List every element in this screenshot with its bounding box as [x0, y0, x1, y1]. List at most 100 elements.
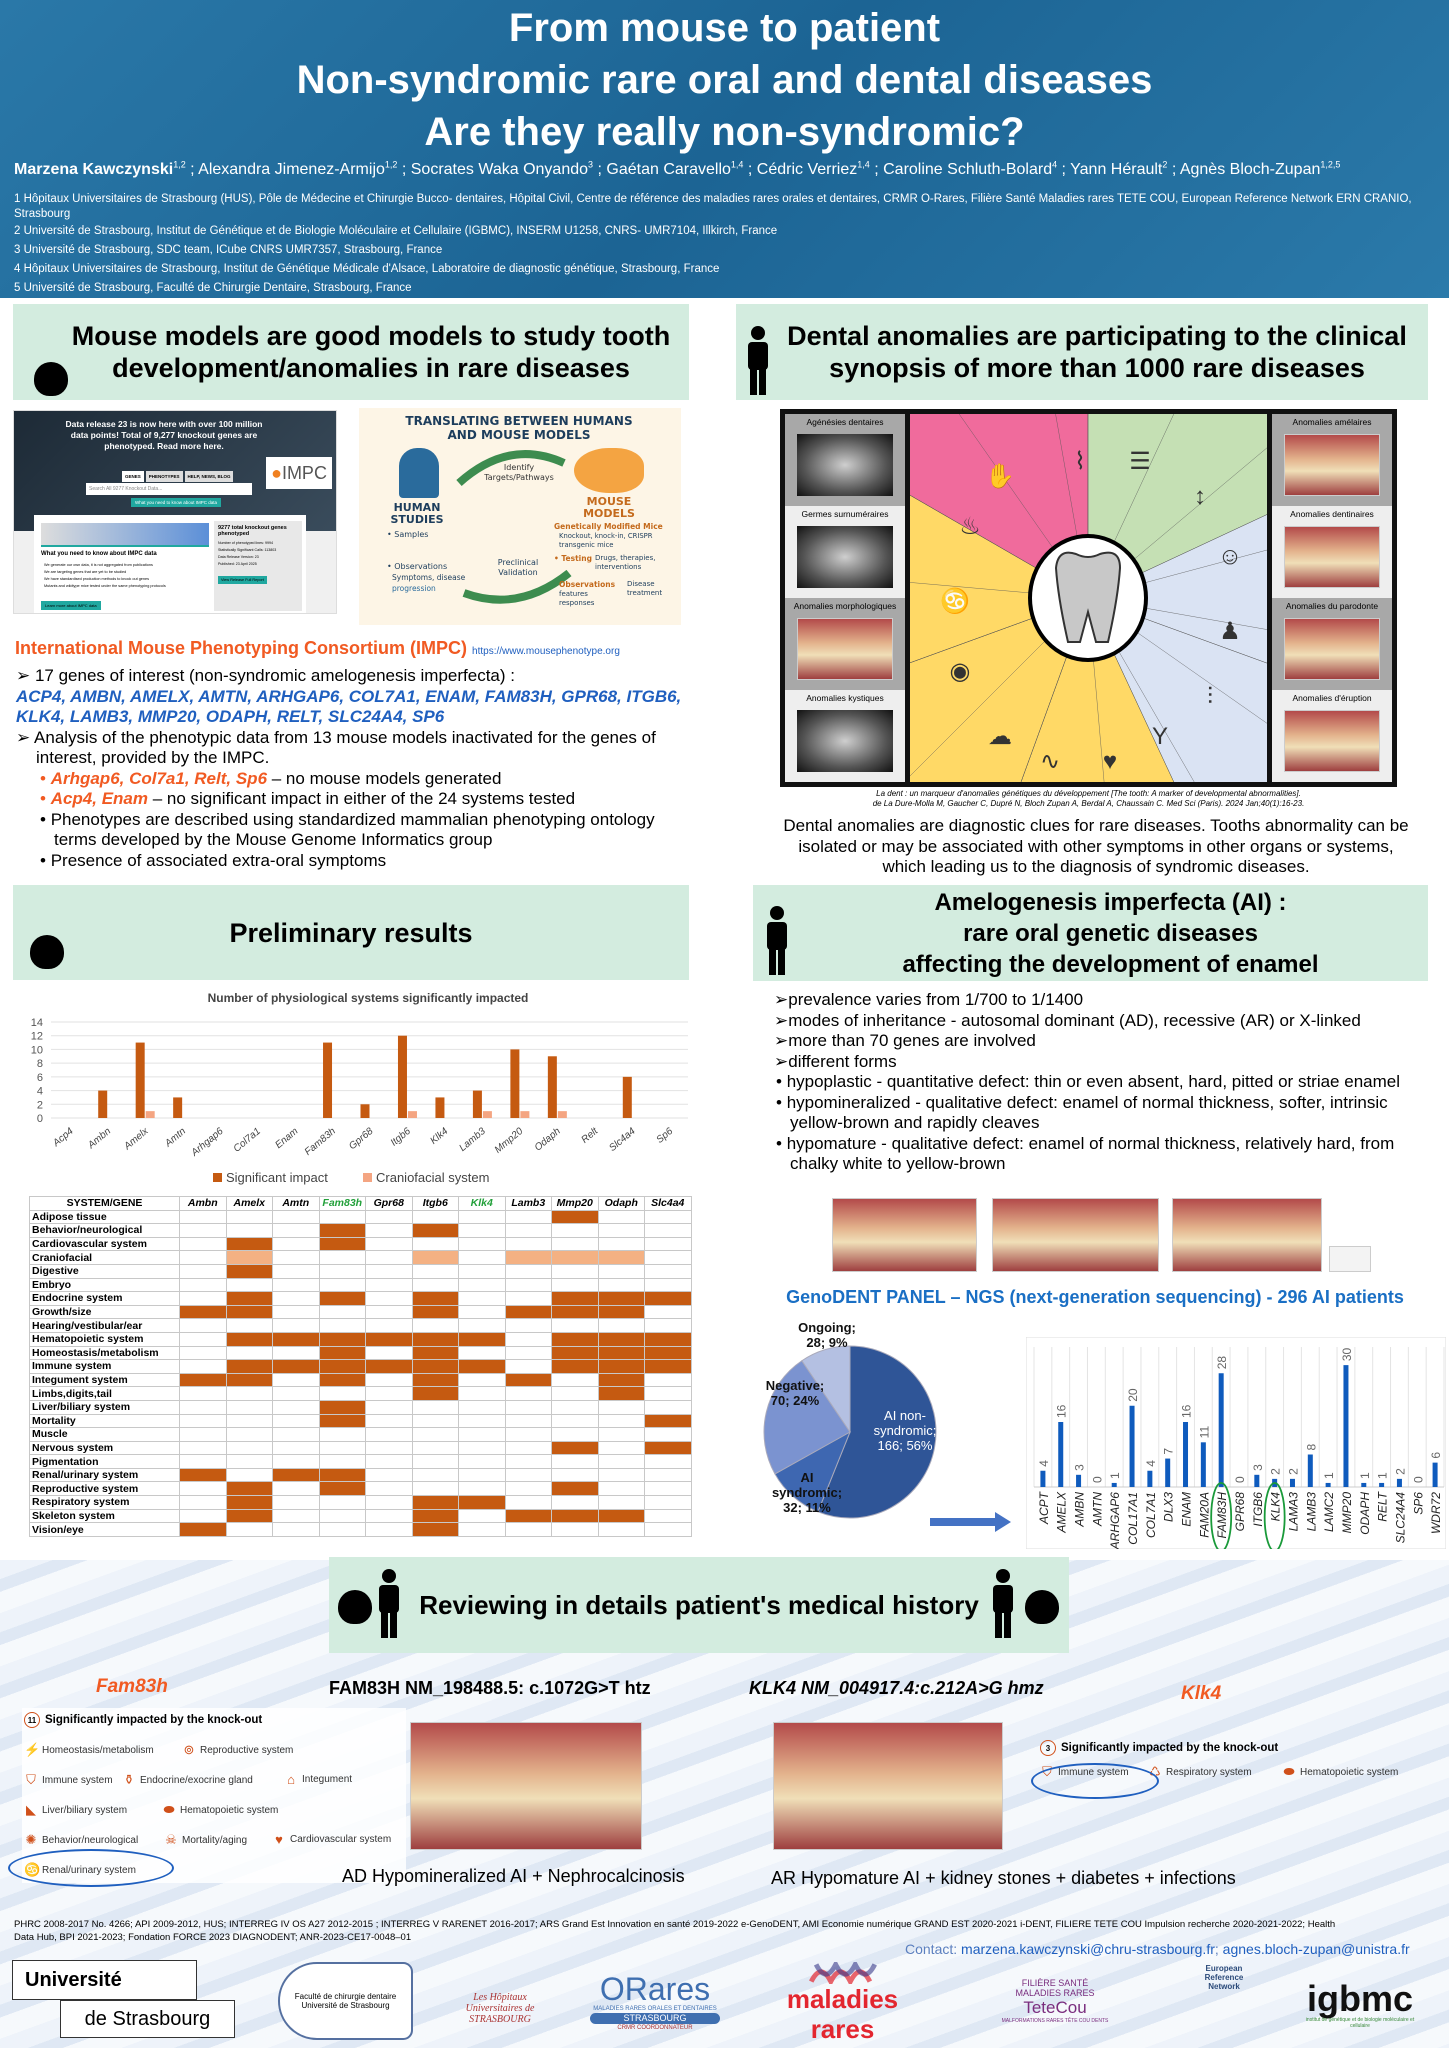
impact-cell [411, 1345, 459, 1361]
impact-cell [411, 1522, 459, 1537]
impc-search-input[interactable]: Search All 9277 Knockout Data... [86, 483, 252, 495]
column-header: Fam83h [318, 1196, 366, 1211]
impact-cell [272, 1495, 320, 1510]
system-label: Integument system [29, 1372, 180, 1388]
bar [1040, 1470, 1046, 1487]
bar [1165, 1458, 1171, 1487]
x-tick-label: Sp6 [654, 1126, 675, 1146]
systems-impacted-bar-chart: Number of physiological systems signific… [31, 991, 688, 1185]
impact-cell [179, 1263, 227, 1279]
anomaly-photo [1284, 434, 1380, 496]
impact-cell [179, 1331, 227, 1347]
bar [1432, 1462, 1438, 1487]
impact-cell [644, 1318, 692, 1333]
impact-cell [504, 1250, 552, 1265]
bar-craniofacial-system [482, 1111, 492, 1118]
data-label: 1 [1108, 1472, 1122, 1479]
x-tick-label: Acp4 [50, 1126, 76, 1150]
bar-craniofacial-system [407, 1111, 417, 1118]
impact-cell [644, 1495, 692, 1510]
impact-cell [365, 1236, 413, 1252]
anomaly-photo [797, 434, 893, 496]
y-tick-label: 8 [37, 1058, 43, 1070]
email-link-1[interactable]: marzena.kawczynski@chru-strasbourg.fr [961, 1941, 1215, 1957]
person-icon [767, 906, 787, 975]
patient2-photo [773, 1722, 1003, 1850]
impact-cell [597, 1236, 645, 1252]
impact-cell [597, 1399, 645, 1415]
impact-cell [504, 1277, 552, 1293]
impc-link[interactable]: https://www.mousephenotype.org [472, 646, 620, 657]
impact-cell [411, 1454, 459, 1469]
impact-cell [272, 1427, 320, 1442]
bar [1129, 1405, 1135, 1487]
impact-cell [365, 1263, 413, 1279]
impact-cell [644, 1522, 692, 1537]
impact-cell [411, 1223, 459, 1238]
data-label: 2 [1286, 1468, 1300, 1475]
bar-craniofacial-system [145, 1111, 155, 1118]
x-tick-label: COL17A1 [1126, 1492, 1140, 1545]
impact-cell [179, 1236, 227, 1252]
system-label: Growth/size [29, 1304, 180, 1320]
impact-cell [365, 1223, 413, 1238]
data-label: 3 [1073, 1464, 1087, 1471]
impact-cell [272, 1454, 320, 1469]
impact-cell [318, 1318, 366, 1333]
impact-cell [179, 1522, 227, 1537]
impact-cell [504, 1467, 552, 1483]
impc-info-button[interactable]: What you need to know about IMPC data [131, 498, 222, 507]
logo-orares: ORares MALADIES RARES ORALES ET DENTAIRE… [580, 1962, 730, 2042]
table-row: Vision/eye [29, 1522, 692, 1537]
impact-cell [551, 1277, 599, 1293]
human-icon [399, 448, 439, 498]
system-label: Hematopoietic system [1300, 1766, 1399, 1778]
anomaly-panel: Anomalies morphologiques [785, 598, 905, 690]
impact-cell [272, 1318, 320, 1333]
impact-cell [597, 1263, 645, 1279]
table-row: Embryo [29, 1277, 692, 1293]
impact-cell [365, 1481, 413, 1497]
impact-cell [644, 1250, 692, 1265]
anomaly-label: Anomalies du parodonte [1285, 601, 1379, 611]
column-header: Slc4a4 [644, 1196, 692, 1211]
impc-learn-button[interactable]: Learn more about IMPC data [41, 601, 101, 610]
anomaly-photo [1284, 618, 1380, 680]
impact-cell [272, 1399, 320, 1415]
bar-significant-impact [435, 1097, 445, 1118]
impact-cell [411, 1427, 459, 1442]
table-row: Adipose tissue [29, 1209, 692, 1225]
impc-report-button[interactable]: View Release Full Report [218, 576, 267, 584]
impc-tab-phenotypes[interactable]: PHENOTYPES [145, 471, 183, 482]
highlight-circle [8, 1849, 174, 1887]
system-label: Renal/urinary system [29, 1467, 180, 1483]
email-link-2[interactable]: agnes.bloch-zupan@unistra.fr [1222, 1941, 1410, 1957]
organ-wheel: ✋⌇☰↕☺♟⫶Y♥∿☁◉♋♨ [910, 414, 1267, 782]
impact-cell [644, 1236, 692, 1252]
bar [1147, 1470, 1153, 1487]
logo-ern: European Reference Network [1204, 1964, 1244, 1991]
impact-cell [644, 1304, 692, 1320]
impact-cell [411, 1413, 459, 1429]
patient1-variant: FAM83H NM_198488.5: c.1072G>T htz [329, 1678, 651, 1698]
impact-cell [597, 1440, 645, 1456]
wheel-sector [1087, 597, 1267, 782]
impc-tab-genes[interactable]: GENES [122, 471, 144, 482]
impact-cell [644, 1413, 692, 1429]
person-icon [748, 326, 768, 395]
system-label: Digestive [29, 1263, 180, 1279]
impact-cell [179, 1440, 227, 1456]
impc-tab-help[interactable]: HELP, NEWS, BLOG [184, 471, 234, 482]
legend-swatch [363, 1173, 372, 1182]
title-line-3: Are they really non-syndromic? [424, 110, 1025, 154]
impact-cell [551, 1372, 599, 1388]
legend-label: Craniofacial system [376, 1170, 489, 1185]
impact-cell [551, 1386, 599, 1401]
impact-cell [272, 1372, 320, 1388]
impc-box-list: We generate our own data, it is not aggr… [44, 563, 166, 588]
impact-cell [318, 1250, 366, 1265]
impact-cell [365, 1440, 413, 1456]
patient2-caption: AR Hypomature AI + kidney stones + diabe… [771, 1868, 1236, 1888]
author: Cédric Verriez1,4 ; [756, 160, 884, 179]
